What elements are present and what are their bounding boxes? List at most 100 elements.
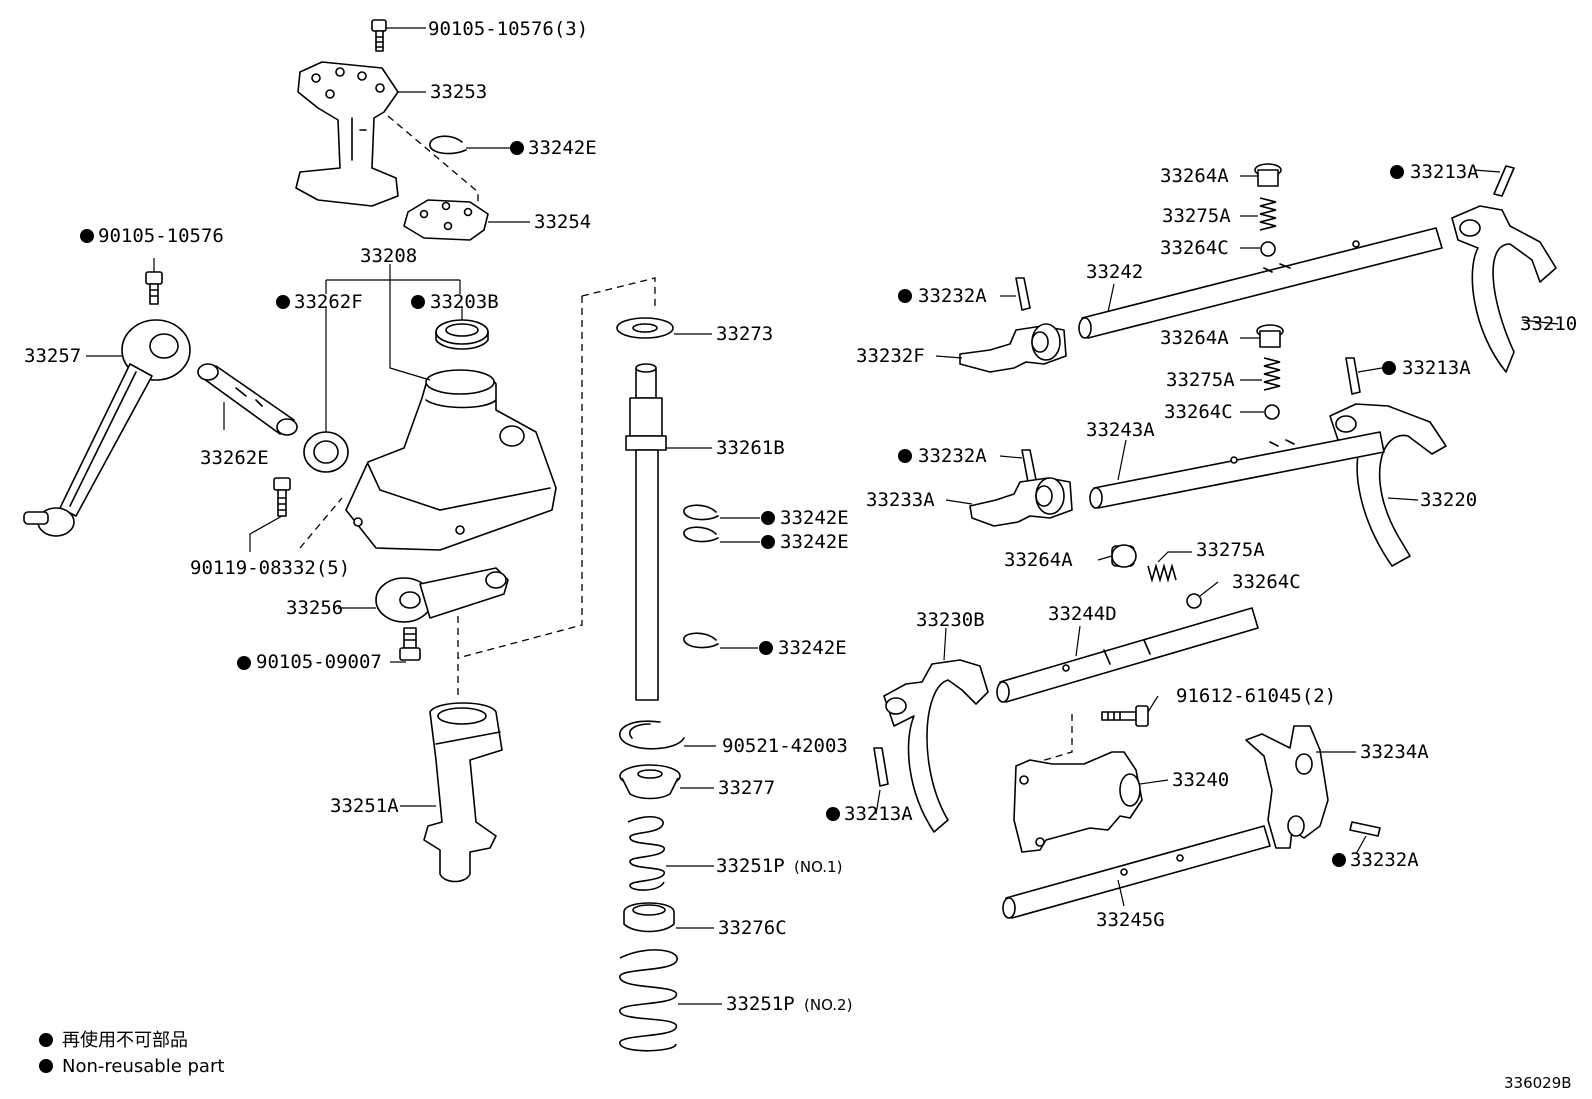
label-33244D: 33244D — [1048, 603, 1117, 625]
block-33240-part — [1013, 751, 1143, 853]
label-33273: 33273 — [716, 323, 773, 345]
label-33277: 33277 — [718, 777, 775, 799]
label-33257: 33257 — [24, 345, 81, 367]
label-33254: 33254 — [534, 211, 591, 233]
bracket-33253-part — [295, 61, 399, 207]
fork-33210-part — [1451, 205, 1557, 373]
label-33264C-1: 33264C — [1160, 237, 1229, 259]
housing-33208-part — [345, 369, 557, 551]
label-33264A-3: 33264A — [1004, 549, 1073, 571]
legend-english: Non-reusable part — [62, 1056, 224, 1077]
label-33264A-1: 33264A — [1160, 165, 1229, 187]
label-33245G: 33245G — [1096, 909, 1165, 931]
part-labels: 90105-10576(3) 33253 33242E 33254 90105-… — [24, 18, 1577, 1015]
pin-33232A-3-part — [1349, 821, 1381, 837]
label-90521-42003: 90521-42003 — [722, 735, 848, 757]
label-33232F: 33232F — [856, 345, 925, 367]
ball-33264C-3-part — [1186, 593, 1202, 609]
label-33242E-b: 33242E — [780, 531, 849, 553]
label-33210: 33210 — [1520, 313, 1577, 335]
cup-33277-part — [619, 764, 681, 800]
label-33253: 33253 — [430, 81, 487, 103]
label-33242E-a: 33242E — [780, 507, 849, 529]
fork-33220-part — [1329, 403, 1447, 567]
label-33213A-1: 33213A — [1410, 161, 1479, 183]
spring-33275A-1-part — [1259, 197, 1277, 231]
plug-33264A-2-part — [1256, 324, 1284, 348]
bolt-90105-10576-part — [145, 271, 163, 305]
fork-33230B-part — [883, 659, 989, 833]
cup-33276C-part — [623, 902, 675, 933]
lever-33256-part — [375, 567, 509, 623]
rod-33244D-part — [996, 607, 1259, 703]
label-33230B: 33230B — [916, 609, 985, 631]
bolt-91612-61045-2-part — [1101, 705, 1149, 727]
label-33251P-2-note: (NO.2) — [804, 996, 852, 1014]
label-33251P-1-note: (NO.1) — [794, 858, 842, 876]
label-33262F: 33262F — [294, 291, 363, 313]
spring-33251P-1-part — [627, 815, 665, 891]
label-33213A-3: 33213A — [844, 803, 913, 825]
label-33242E-top: 33242E — [528, 137, 597, 159]
label-33251P-1: 33251P — [716, 855, 785, 877]
label-33275A-3: 33275A — [1196, 539, 1265, 561]
label-33242E-c: 33242E — [778, 637, 847, 659]
label-33203B: 33203B — [430, 291, 499, 313]
label-33264A-2: 33264A — [1160, 327, 1229, 349]
label-33261B: 33261B — [716, 437, 785, 459]
label-33262E: 33262E — [200, 447, 269, 469]
label-33275A-2: 33275A — [1166, 369, 1235, 391]
label-33276C: 33276C — [718, 917, 787, 939]
label-33220: 33220 — [1420, 489, 1477, 511]
ball-33264C-2-part — [1264, 404, 1280, 420]
plug-33264A-1-part — [1254, 163, 1282, 187]
label-91612-61045-2: 91612-61045(2) — [1176, 685, 1336, 707]
seal-33203B-part — [435, 319, 489, 350]
dashed-guides — [299, 115, 1073, 763]
label-33213A-2: 33213A — [1402, 357, 1471, 379]
rod-33245G-part — [1002, 825, 1271, 919]
label-33240: 33240 — [1172, 769, 1229, 791]
legend: 再使用不可部品 Non-reusable part — [62, 1030, 224, 1077]
bolt-90119-08332-5-part — [273, 477, 291, 517]
label-33243A: 33243A — [1086, 419, 1155, 441]
leader-lines — [86, 27, 1559, 1005]
pin-33232A-1-part — [1015, 277, 1031, 311]
pin-33213A-3-part — [873, 747, 889, 787]
diagram-code: 336029B — [1504, 1074, 1572, 1092]
spring-33275A-3-part — [1147, 563, 1177, 583]
washer-33273-part — [616, 317, 674, 339]
rod-33242-part — [1078, 227, 1443, 339]
fork-33234A-part — [1245, 725, 1329, 849]
rod-33243A-part — [1089, 431, 1385, 509]
label-90119-08332-5: 90119-08332(5) — [190, 557, 350, 579]
clip-33242E-top-part — [429, 135, 467, 155]
label-33232A-1: 33232A — [918, 285, 987, 307]
shaft-33261B-part — [625, 363, 667, 701]
bolt-90105-09007-part — [399, 627, 421, 661]
plug-33264A-3-part — [1111, 544, 1137, 568]
label-33234A: 33234A — [1360, 741, 1429, 763]
label-33251P-2: 33251P — [726, 993, 795, 1015]
bolt-90105-10576-3-part — [371, 19, 387, 52]
fork-33232F-part — [959, 323, 1067, 373]
label-33275A-1: 33275A — [1162, 205, 1231, 227]
label-33208: 33208 — [360, 245, 417, 267]
snap-ring-90521-42003-part — [619, 720, 685, 750]
pin-33213A-1-part — [1493, 165, 1515, 197]
label-90105-10576-3: 90105-10576(3) — [428, 18, 588, 40]
label-33251A: 33251A — [330, 795, 399, 817]
label-90105-10576: 90105-10576 — [98, 225, 224, 247]
label-33256: 33256 — [286, 597, 343, 619]
seal-33262F-part — [303, 431, 349, 473]
label-90105-09007: 90105-09007 — [256, 651, 382, 673]
lever-33257-part — [23, 319, 191, 537]
label-33232A-2: 33232A — [918, 445, 987, 467]
label-33264C-3: 33264C — [1232, 571, 1301, 593]
clips-33242E-part — [683, 504, 719, 649]
label-33232A-3: 33232A — [1350, 849, 1419, 871]
spring-33275A-2-part — [1263, 357, 1281, 391]
ball-33264C-1-part — [1260, 241, 1276, 257]
plate-33254-part — [403, 199, 489, 241]
